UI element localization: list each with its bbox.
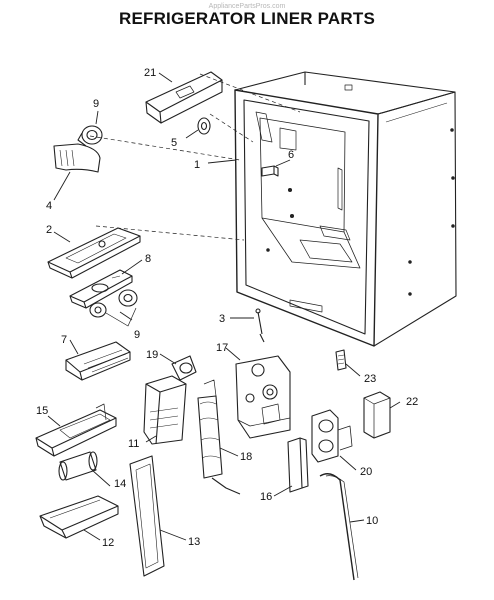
callout-21: 21 bbox=[144, 67, 156, 79]
part-6 bbox=[261, 165, 279, 177]
callout-7: 7 bbox=[61, 334, 67, 346]
callout-5: 5 bbox=[171, 137, 177, 149]
part-3 bbox=[255, 308, 265, 343]
part-16 bbox=[287, 437, 309, 493]
callout-14: 14 bbox=[114, 478, 126, 490]
callout-10: 10 bbox=[366, 515, 378, 527]
callout-3: 3 bbox=[219, 313, 225, 325]
part-10 bbox=[319, 473, 359, 581]
part-17 bbox=[235, 355, 291, 439]
callout-2: 2 bbox=[46, 224, 52, 236]
part-4 bbox=[53, 143, 101, 173]
callout-23: 23 bbox=[364, 373, 376, 385]
callout-11: 11 bbox=[128, 438, 139, 450]
part-14 bbox=[58, 451, 98, 481]
part-2 bbox=[47, 227, 141, 279]
part-1-liner bbox=[234, 71, 457, 347]
part-22 bbox=[363, 391, 391, 439]
diagram-title: REFRIGERATOR LINER PARTS bbox=[118, 9, 376, 28]
part-8 bbox=[69, 269, 133, 309]
callout-17: 17 bbox=[216, 342, 228, 354]
part-11 bbox=[143, 375, 187, 445]
callout-9-mid: 9 bbox=[134, 329, 140, 341]
callout-22: 22 bbox=[406, 396, 418, 408]
callout-8: 8 bbox=[145, 253, 151, 265]
part-15 bbox=[35, 403, 117, 457]
callout-15: 15 bbox=[36, 405, 48, 417]
part-7 bbox=[65, 341, 131, 381]
part-5 bbox=[197, 117, 211, 135]
callout-12: 12 bbox=[102, 537, 114, 549]
part-21 bbox=[145, 71, 223, 124]
part-20 bbox=[311, 409, 353, 463]
watermark: AppliancePartsPros.com bbox=[208, 3, 286, 10]
part-12 bbox=[39, 495, 119, 539]
callout-19: 19 bbox=[146, 349, 158, 361]
part-19 bbox=[171, 355, 197, 381]
callout-20: 20 bbox=[360, 466, 372, 478]
callout-6: 6 bbox=[288, 149, 294, 161]
callout-4: 4 bbox=[46, 200, 52, 212]
part-18 bbox=[197, 379, 241, 495]
callout-18: 18 bbox=[240, 451, 252, 463]
part-9-mid bbox=[89, 289, 138, 327]
callout-13: 13 bbox=[188, 536, 200, 548]
callout-9-top: 9 bbox=[93, 98, 99, 110]
part-23 bbox=[335, 349, 347, 371]
callout-16: 16 bbox=[260, 491, 272, 503]
callout-1: 1 bbox=[194, 159, 200, 171]
part-13 bbox=[129, 455, 165, 577]
part-9-top bbox=[77, 125, 103, 147]
